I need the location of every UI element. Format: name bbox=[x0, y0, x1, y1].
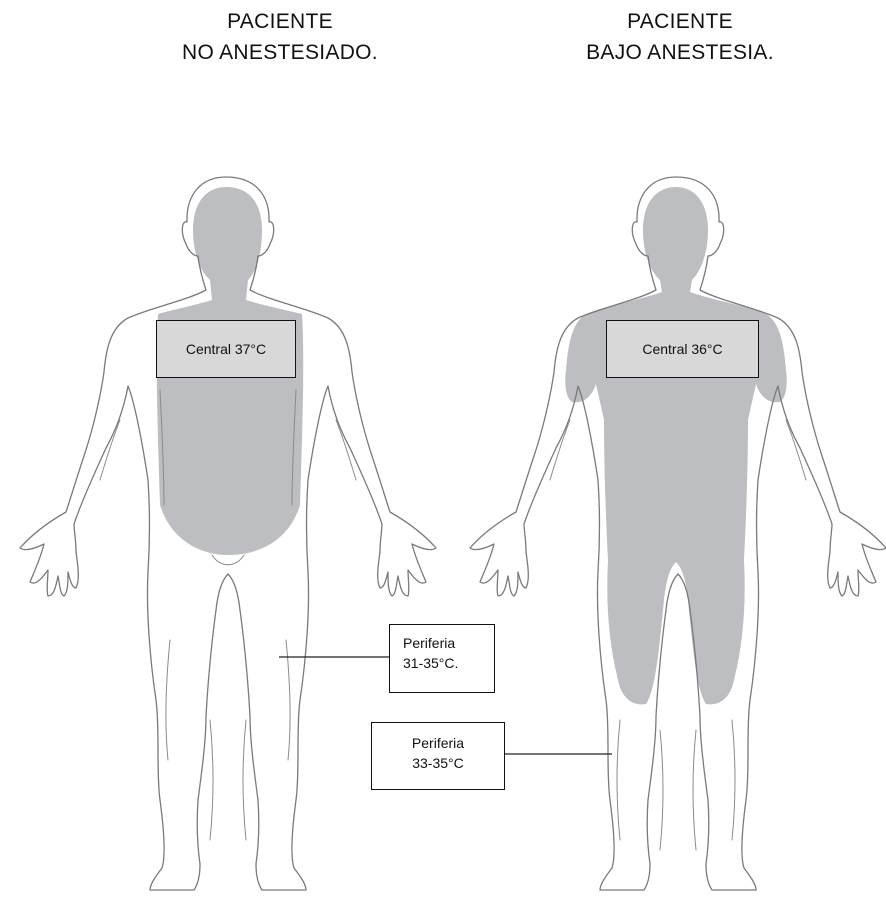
peripheral-left-line1: Periferia bbox=[403, 633, 494, 653]
central-temp-left-text: Central 37°C bbox=[186, 339, 266, 359]
peripheral-right-line1: Periferia bbox=[372, 733, 504, 753]
central-temp-right-text: Central 36°C bbox=[642, 339, 722, 359]
peripheral-right-line2: 33-35°C bbox=[372, 753, 504, 773]
peripheral-temp-label-right: Periferia 33-35°C bbox=[371, 722, 505, 790]
peripheral-temp-label-left: Periferia 31-35°C. bbox=[389, 624, 495, 693]
central-temp-label-right: Central 36°C bbox=[606, 320, 759, 378]
central-temp-label-left: Central 37°C bbox=[156, 320, 296, 378]
peripheral-left-line2: 31-35°C. bbox=[403, 653, 494, 673]
